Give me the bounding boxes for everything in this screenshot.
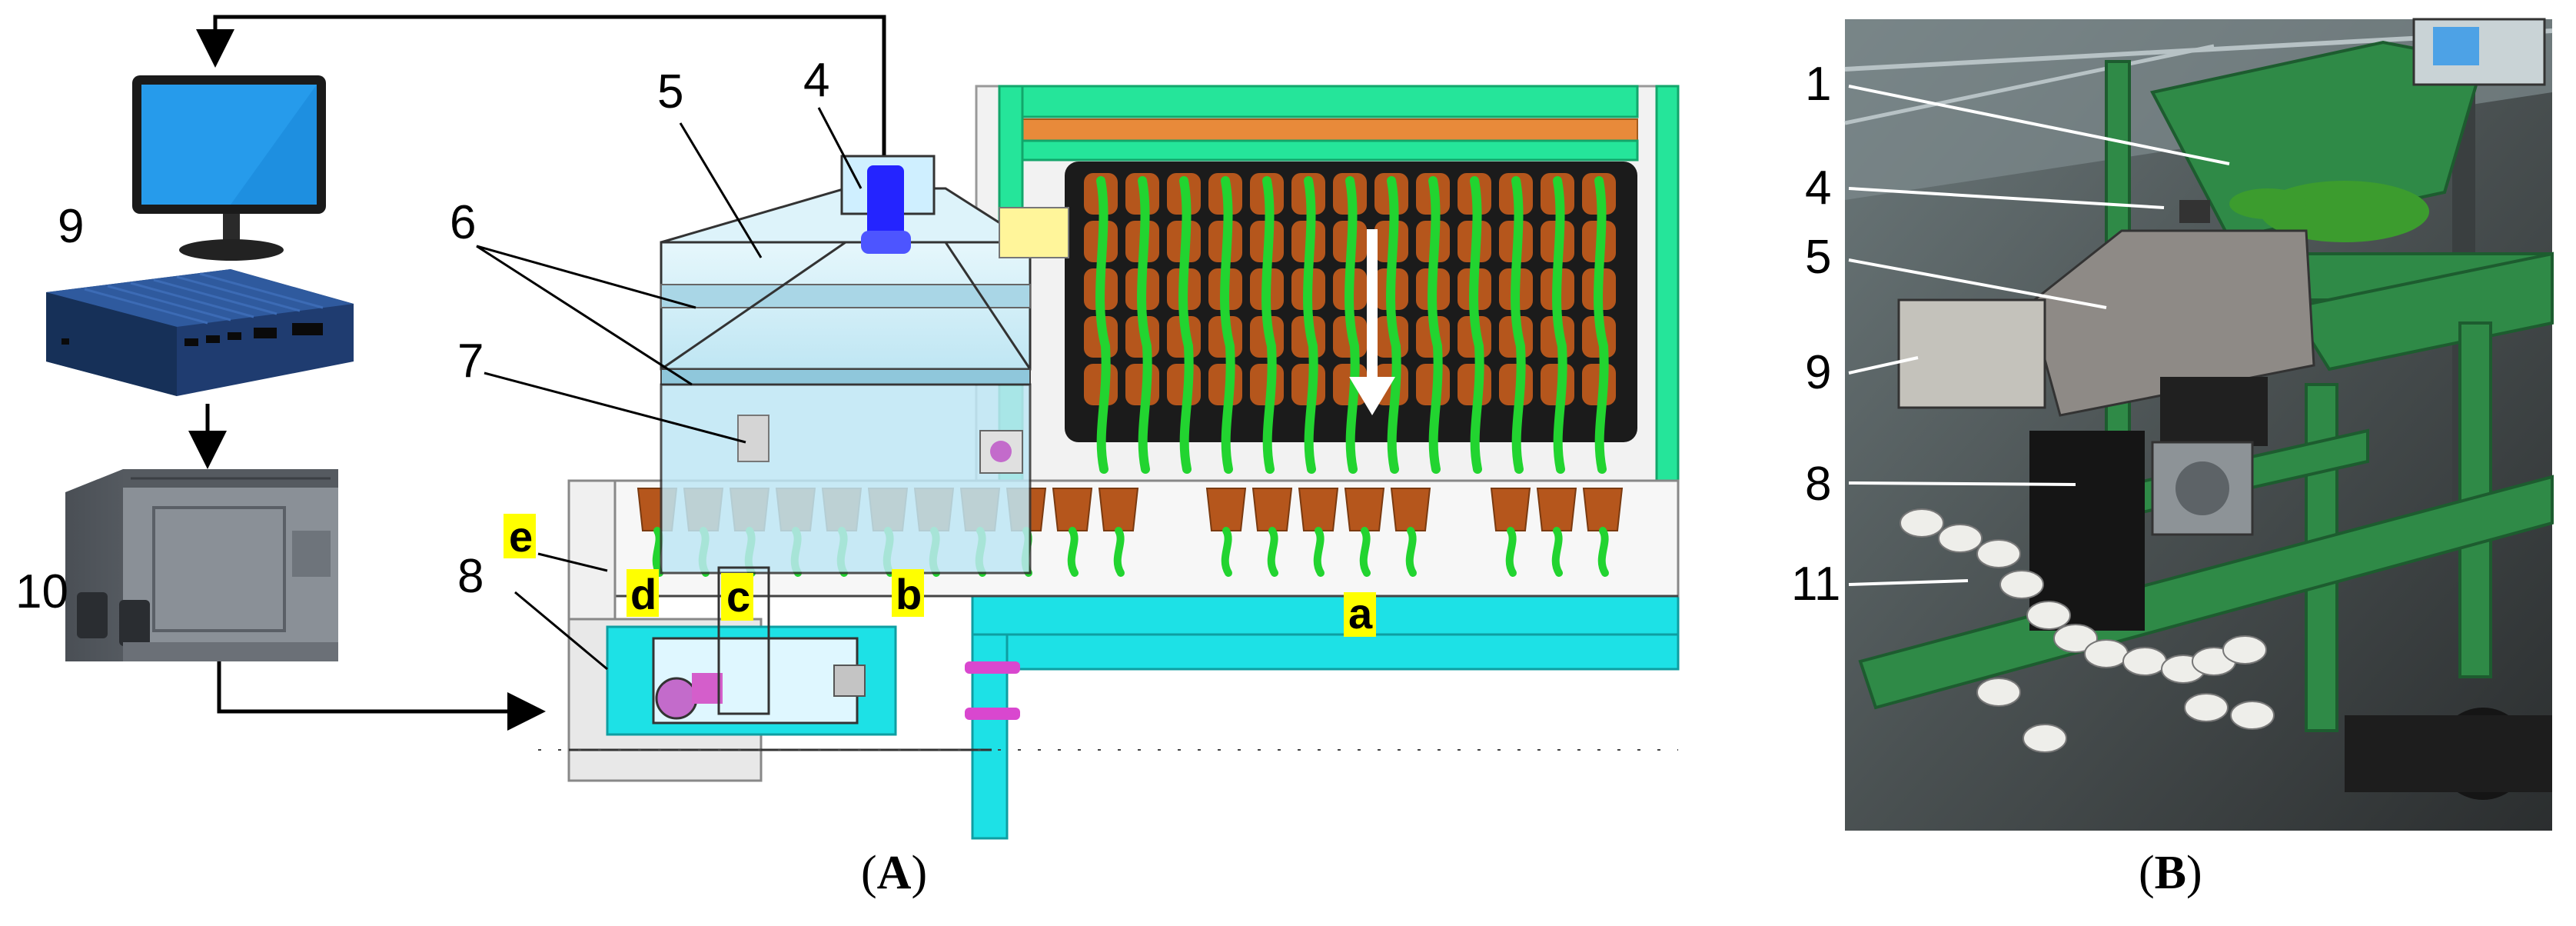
plc-icon — [65, 469, 338, 661]
seedling-stem — [1594, 176, 1609, 474]
leader-lines-a — [476, 107, 863, 671]
conveyor-cup — [1098, 488, 1139, 531]
conveyor-seedling — [1505, 527, 1517, 577]
conveyor-seedling — [1359, 527, 1371, 577]
photo-cup — [1976, 678, 2021, 707]
leader-lines-b — [1848, 85, 2230, 586]
label-6: 6 — [450, 196, 476, 249]
label-e: e — [509, 512, 533, 561]
photo-label-5: 5 — [1805, 231, 1831, 284]
seedling-stem — [1386, 176, 1401, 474]
ejector-mechanism — [538, 479, 1678, 782]
photo-cup — [1999, 570, 2044, 599]
photo-screen — [2433, 27, 2479, 65]
photo-label-1: 1 — [1805, 58, 1831, 111]
photo-camera — [2179, 200, 2210, 223]
label-10: 10 — [15, 565, 68, 618]
photo-label-8: 8 — [1805, 458, 1831, 511]
seedling-stem — [1303, 176, 1318, 474]
photo-label-11: 11 — [1791, 558, 1840, 611]
chamber — [660, 155, 1069, 575]
caption-a-letter: A — [876, 846, 912, 899]
conveyor-seedling — [1067, 527, 1079, 577]
seedling-stem — [1552, 176, 1567, 474]
photo-hopper-opening — [2160, 377, 2268, 446]
photo-cup — [2122, 647, 2167, 676]
seedling-stem — [1428, 176, 1443, 474]
photo-cup — [2026, 601, 2071, 630]
photo-seedlings — [2229, 181, 2429, 242]
industrial-pc-icon — [46, 269, 354, 396]
label-7: 7 — [457, 335, 484, 388]
caption-b-letter: B — [2154, 846, 2187, 899]
conveyor-cup — [1582, 488, 1624, 531]
seedling-stem — [1095, 176, 1111, 474]
panel-a: 9 10 8 5 4 6 7 e d c b a — [15, 15, 1680, 840]
label-9: 9 — [58, 200, 84, 253]
photo-cup-chain — [1900, 508, 2275, 753]
monitor-icon — [132, 75, 326, 261]
connection-arrows — [188, 15, 886, 731]
panel-b: 1 4 5 9 8 11 — [1791, 18, 2554, 831]
photo-cup — [2184, 693, 2229, 722]
photo-cup — [1976, 539, 2021, 568]
seedling-stem — [1178, 176, 1194, 474]
seedling-stem — [1511, 176, 1526, 474]
label-d: d — [630, 570, 656, 618]
photo-cup — [1900, 508, 1944, 538]
conveyor-seedling — [1221, 527, 1232, 577]
conveyor-seedling — [1313, 527, 1325, 577]
conveyor-cup — [1490, 488, 1531, 531]
photo-cup — [2053, 624, 2098, 653]
conveyor-cup — [1390, 488, 1431, 531]
conveyor-seedling — [1267, 527, 1278, 577]
conveyor-cup — [1536, 488, 1577, 531]
photo-cup — [2222, 635, 2267, 665]
seedling-stem — [1469, 176, 1484, 474]
cyan-rail — [965, 595, 1680, 840]
conveyor-cup — [1298, 488, 1339, 531]
label-c: c — [726, 572, 750, 621]
conveyor-seedling — [652, 527, 663, 577]
tray-cells — [1084, 173, 1616, 474]
seedling-stem — [1345, 176, 1360, 474]
caption-a: (A) — [861, 846, 928, 899]
photo-ejector-plate — [2029, 431, 2145, 631]
conveyor-seedling — [1597, 527, 1609, 577]
label-a: a — [1348, 589, 1373, 638]
photo-motor-gear — [2175, 461, 2229, 515]
label-4: 4 — [803, 54, 829, 107]
seedling-stem — [1220, 176, 1235, 474]
photo-cup — [1938, 524, 1983, 553]
photo-cup — [2023, 724, 2067, 753]
caption-b: (B) — [2139, 846, 2202, 899]
photo-hopper — [2028, 229, 2315, 417]
conveyor-cup — [1344, 488, 1385, 531]
photo-label-4: 4 — [1805, 162, 1831, 215]
conveyor-cup — [1251, 488, 1293, 531]
label-b: b — [896, 570, 922, 618]
conveyor-cup — [1052, 488, 1093, 531]
photo-cup — [2084, 639, 2129, 668]
seedling-stem — [1137, 176, 1152, 474]
label-5: 5 — [657, 65, 683, 118]
conveyor-seedling — [1551, 527, 1563, 577]
conveyor-cup — [1205, 488, 1247, 531]
conveyor-seedling — [1113, 527, 1125, 577]
seedling-stem — [1261, 176, 1277, 474]
photo-cup — [2230, 701, 2275, 730]
photo-label-9: 9 — [1805, 346, 1831, 399]
photo-track — [2345, 715, 2552, 792]
conveyor-seedling — [1405, 527, 1417, 577]
photo-pc-box — [1897, 298, 2046, 409]
label-8: 8 — [457, 550, 484, 603]
